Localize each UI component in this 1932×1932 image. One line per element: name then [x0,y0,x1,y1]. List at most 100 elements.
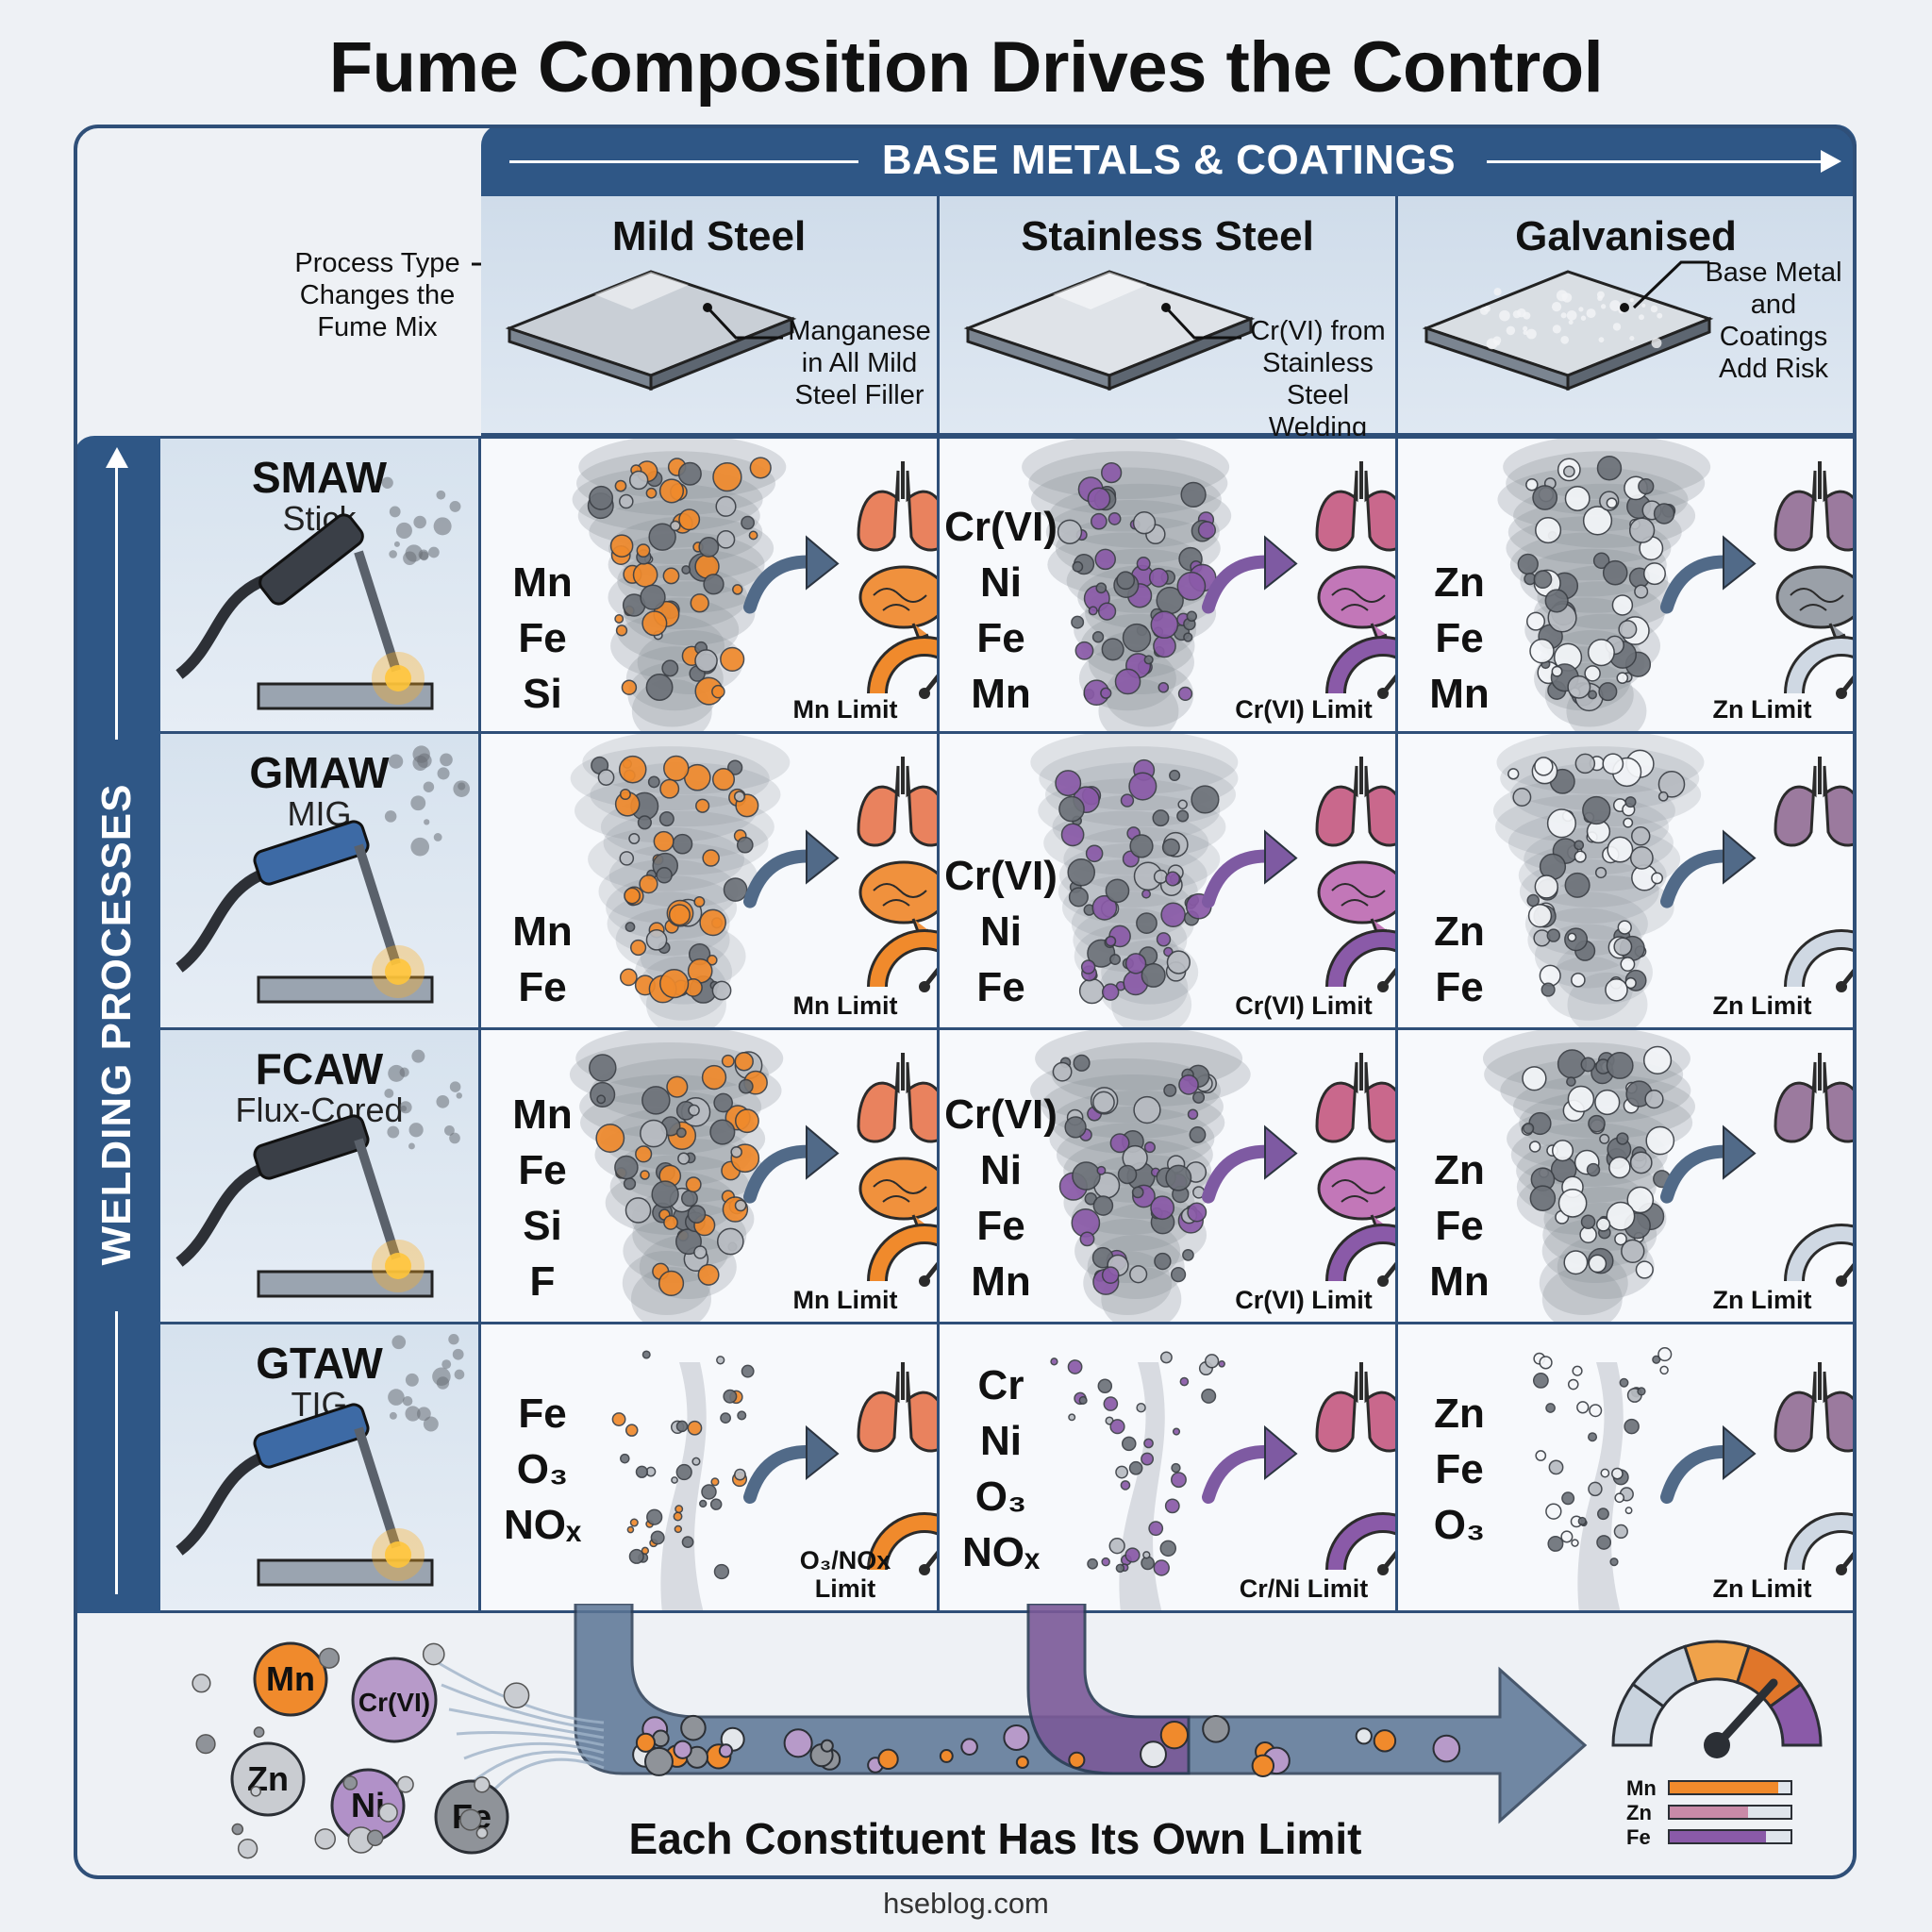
lungs-icon [1774,757,1854,847]
side-line-top [115,466,118,740]
welding-torch-icon [175,1334,465,1587]
constituent-label: Fe [1435,1445,1484,1492]
constituent-label: O₃ [974,1474,1027,1520]
combined-gauge-icon [1611,1640,1823,1758]
svg-text:Mn: Mn [266,1659,315,1698]
header-line-left [509,160,858,163]
constituent-label: Mn [971,671,1031,717]
constituent-bubble-0: Mn [253,1641,328,1717]
constituent-label: Ni [980,908,1022,955]
constituent-label: Mn [512,1091,573,1138]
gauge-icon [1784,1224,1854,1287]
constituent-label: Fe [976,615,1025,661]
legend-label: Zn [1626,1801,1652,1824]
process-name: SMAW [251,453,388,502]
constituent-bubble-1: Cr(VI) [351,1657,438,1743]
gauge-icon [867,1224,937,1287]
welding-torch-icon [175,745,471,1004]
exposure-limit-label: O₃/NOx Limit [799,1546,891,1603]
brain-icon [858,1157,937,1232]
exposure-limit-label: Mn Limit [792,1286,898,1314]
gauge-icon [1325,929,1395,992]
welding-torch-icon [175,476,461,710]
constituent-label: Fe [1435,1203,1484,1249]
column-note: Manganese in All Mild Steel Filler [788,316,931,410]
lungs-icon [857,1362,937,1453]
exposure-limit-label: Mn Limit [792,695,898,724]
legend-bar-track [1668,1829,1792,1844]
legend-bar-fill [1670,1782,1779,1793]
gauge-icon [1325,636,1395,699]
brain-icon [1317,860,1395,936]
constituent-label: Ni [980,1418,1022,1464]
welding-torch-icon [175,1049,463,1298]
exposure-limit-label: Zn Limit [1712,1574,1812,1603]
column-note: Base Metal and Coatings Add Risk [1705,258,1842,384]
fume-plume [1030,734,1395,1027]
lungs-icon [1315,461,1395,552]
fume-plume [572,439,937,731]
lungs-icon [857,757,937,847]
side-line-bottom [115,1311,118,1594]
arrow-up-icon [106,447,128,468]
constituent-label: Zn [1434,559,1485,606]
exposure-limit-label: Cr/Ni Limit [1239,1574,1369,1603]
exposure-limit-label: Zn Limit [1712,1286,1812,1314]
column-name: Mild Steel [611,213,807,259]
constituent-label: Mn [1429,1258,1490,1305]
fume-plume [1030,1030,1395,1322]
columns-header: BASE METALS & COATINGS [881,137,1457,183]
legend-bar-fill [1670,1831,1767,1842]
process-name: FCAW [255,1044,384,1093]
constituent-label: O₃ [516,1445,569,1492]
svg-text:Cr(VI): Cr(VI) [358,1688,430,1717]
gauge-icon [1784,1512,1854,1575]
constituent-label: Fe [518,1390,567,1437]
brain-icon [858,860,937,936]
arrow-right-icon [1821,150,1841,173]
constituent-label: Mn [512,559,573,606]
constituent-label: Fe [518,964,567,1010]
constituent-label: Ni [980,1147,1022,1193]
exposure-limit-label: Zn Limit [1712,991,1812,1020]
page-title: Fume Composition Drives the Control [328,27,1604,108]
metal-plate-icon [505,270,797,391]
legend-label: Fe [1626,1825,1651,1849]
metal-plate-icon [1422,260,1714,391]
constituent-label: Fe [1435,964,1484,1010]
metal-plate-icon [963,270,1256,391]
constituent-label: Ni [980,559,1022,606]
constituent-label: Si [523,671,562,717]
lungs-icon [1315,757,1395,847]
exposure-limit-label: Cr(VI) Limit [1235,991,1373,1020]
gauge-icon [1784,929,1854,992]
legend-bar-fill [1670,1807,1749,1818]
bottom-title: Each Constituent Has Its Own Limit [628,1814,1362,1863]
constituent-label: Fe [518,615,567,661]
lungs-icon [857,461,937,552]
brain-icon [858,565,937,641]
process-subtitle: Flux-Cored [235,1091,404,1129]
gauge-icon [867,636,937,699]
svg-text:Ni: Ni [351,1786,385,1824]
gauge-icon [1325,1512,1395,1575]
footer-source: hseblog.com [883,1887,1049,1920]
